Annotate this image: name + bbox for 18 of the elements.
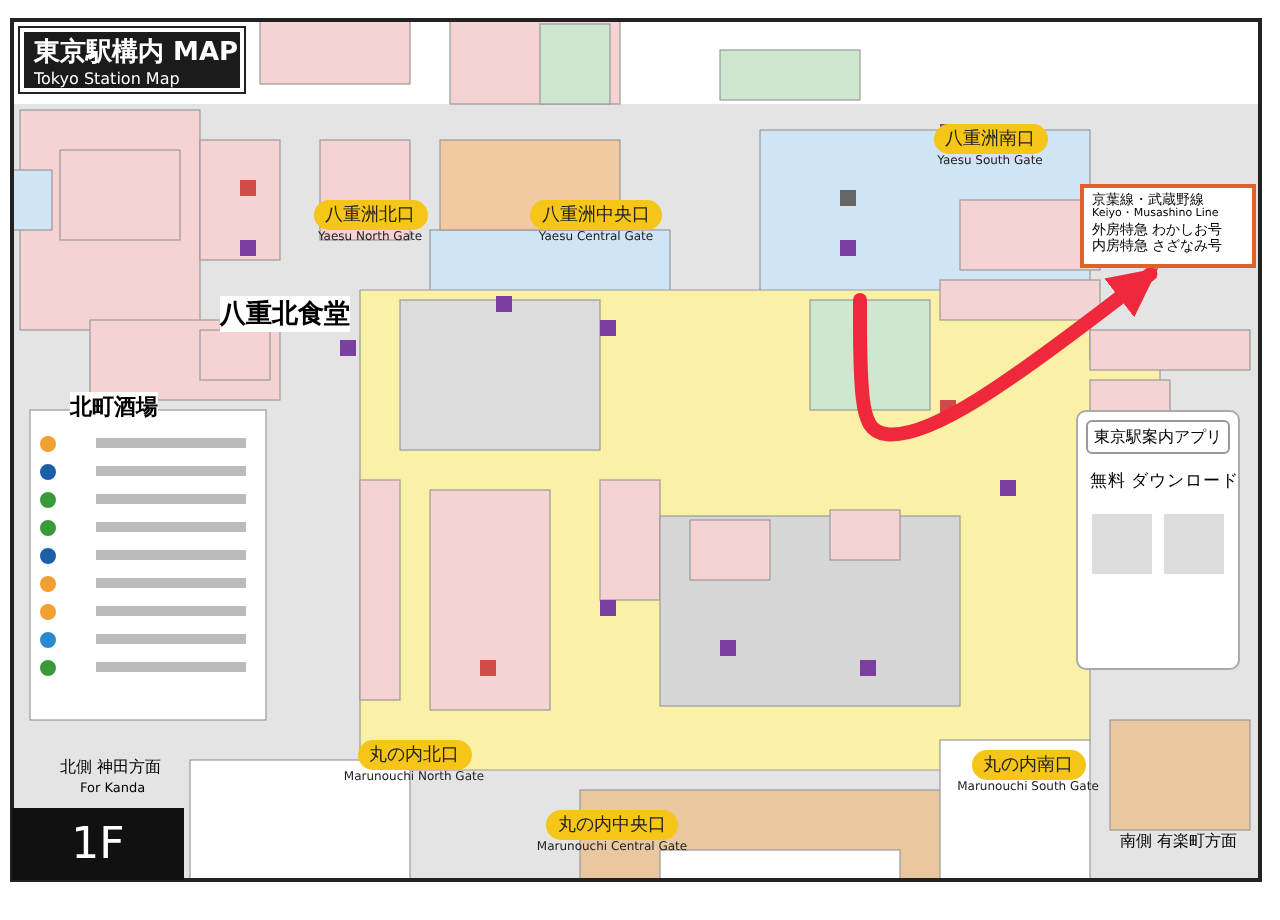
gate-name: 丸の内南口 — [971, 750, 1085, 780]
app-card — [1076, 410, 1240, 670]
food-hall-name: 八重北食堂 — [220, 296, 350, 332]
gate-name: 丸の内中央口 — [546, 810, 678, 840]
gate-name: 丸の内北口 — [357, 740, 471, 770]
line-info-box — [1080, 184, 1256, 268]
direction-note: 南側 有楽町方面 — [1120, 830, 1238, 852]
direction-note: 北側 神田方面 — [60, 756, 162, 778]
floor-label: 1F — [71, 819, 125, 869]
app-heading: 東京駅案内アプリ — [1086, 420, 1230, 454]
subtitle: Tokyo Station Map — [34, 70, 182, 88]
title-panel — [20, 28, 244, 92]
floor-panel — [12, 808, 184, 880]
gate-name: 八重洲中央口 — [530, 200, 662, 230]
bar-area-name: 北町酒場 — [70, 392, 158, 422]
route-arrow — [853, 267, 1159, 442]
gate-name: 八重洲南口 — [933, 124, 1047, 154]
gate-name: 八重洲北口 — [313, 200, 427, 230]
